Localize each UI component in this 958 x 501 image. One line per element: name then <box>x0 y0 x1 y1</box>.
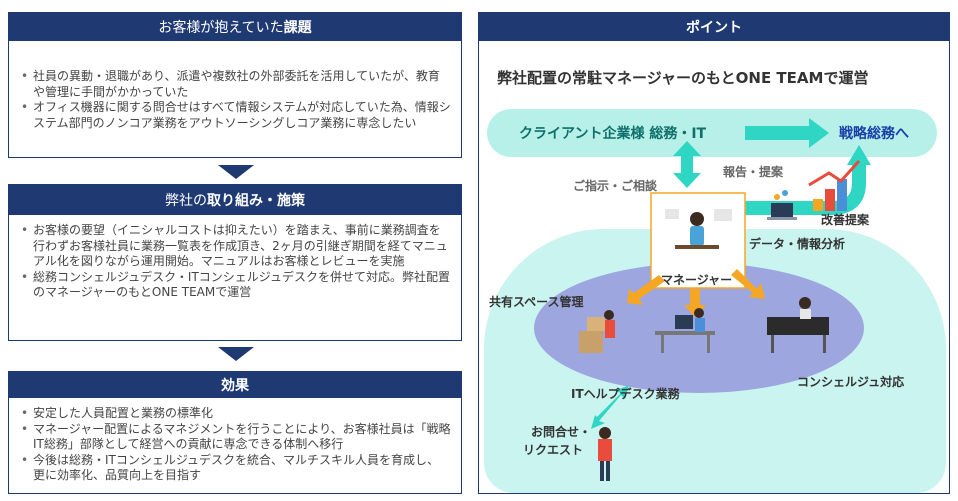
improve-label: 改善提案 <box>821 213 870 227</box>
issues-header: お客様が抱えていた課題 <box>9 13 461 41</box>
it-help-label: ITヘルプデスク業務 <box>571 387 680 401</box>
list-item: マネージャー配置によるマネジメントを行うことにより、お客様社員は「戦略IT総務」… <box>19 422 451 453</box>
point-panel: ポイント 弊社配置の常駐マネージャーのもとONE TEAMで運営 <box>478 12 950 494</box>
down-arrow-2 <box>218 347 254 361</box>
point-title: ポイント <box>686 20 742 36</box>
client-label: クライアント企業様 総務・IT <box>519 126 707 142</box>
effects-list: 安定した人員配置と業務の標準化 マネージャー配置によるマネジメントを行うことによ… <box>19 406 451 484</box>
instruct-label: ご指示・ご相談 <box>573 179 658 193</box>
point-headline: 弊社配置の常駐マネージャーのもとONE TEAMで運営 <box>497 69 869 87</box>
point-header: ポイント <box>479 13 949 41</box>
inquiry-arrow <box>591 385 629 429</box>
issues-list: 社員の異動・退職があり、派遣や複数社の外部委託を活用していたが、教育や管理に手間… <box>19 69 451 131</box>
strategy-label: 戦略総務へ <box>839 126 909 142</box>
list-item: お客様の要望（イニシャルコストは抑えたい）を踏まえ、事前に業務調査を行わずお客様… <box>19 223 451 270</box>
manager-label: マネージャー <box>661 273 733 287</box>
issues-title-pre: お客様が抱えていた <box>158 20 284 36</box>
arrow-concierge <box>731 269 765 299</box>
arrow-shared-space <box>627 275 665 305</box>
effects-title-bold: 効果 <box>221 378 249 394</box>
effects-header: 効果 <box>9 372 461 398</box>
approach-title-pre: 弊社の <box>165 193 207 209</box>
down-arrow-1 <box>218 165 254 179</box>
report-label: 報告・提案 <box>723 165 784 179</box>
strategy-arrow <box>745 118 829 148</box>
approach-list: お客様の要望（イニシャルコストは抑えたい）を踏まえ、事前に業務調査を行わずお客様… <box>19 223 451 301</box>
effects-panel: 効果 安定した人員配置と業務の標準化 マネージャー配置によるマネジメントを行うこ… <box>8 371 462 494</box>
approach-header: 弊社の取り組み・施策 <box>9 185 461 215</box>
analysis-label: データ・情報分析 <box>749 237 846 251</box>
list-item: 総務コンシェルジュデスク・ITコンシェルジュデスクを併せて対応。弊社配置のマネー… <box>19 270 451 301</box>
inquiry-label-1: お問合せ・ <box>531 425 592 439</box>
shared-space-label: 共有スペース管理 <box>489 295 584 309</box>
concierge-label: コンシェルジュ対応 <box>797 375 905 389</box>
two-way-arrow <box>673 141 701 188</box>
list-item: 今後は総務・ITコンシェルジュデスクを統合、マルチスキル人員を育成し、更に効率化… <box>19 453 451 484</box>
client-bar <box>487 109 937 157</box>
approach-title-bold: 取り組み・施策 <box>207 193 305 209</box>
inquiry-label-2: リクエスト <box>523 443 584 457</box>
list-item: 安定した人員配置と業務の標準化 <box>19 406 451 422</box>
diagram-arrows <box>579 118 871 481</box>
list-item: 社員の異動・退職があり、派遣や複数社の外部委託を活用していたが、教育や管理に手間… <box>19 69 451 100</box>
list-item: オフィス機器に関する問合せはすべて情報システムが対応していた為、情報システム部門… <box>19 100 451 131</box>
issues-title-bold: 課題 <box>283 20 312 36</box>
